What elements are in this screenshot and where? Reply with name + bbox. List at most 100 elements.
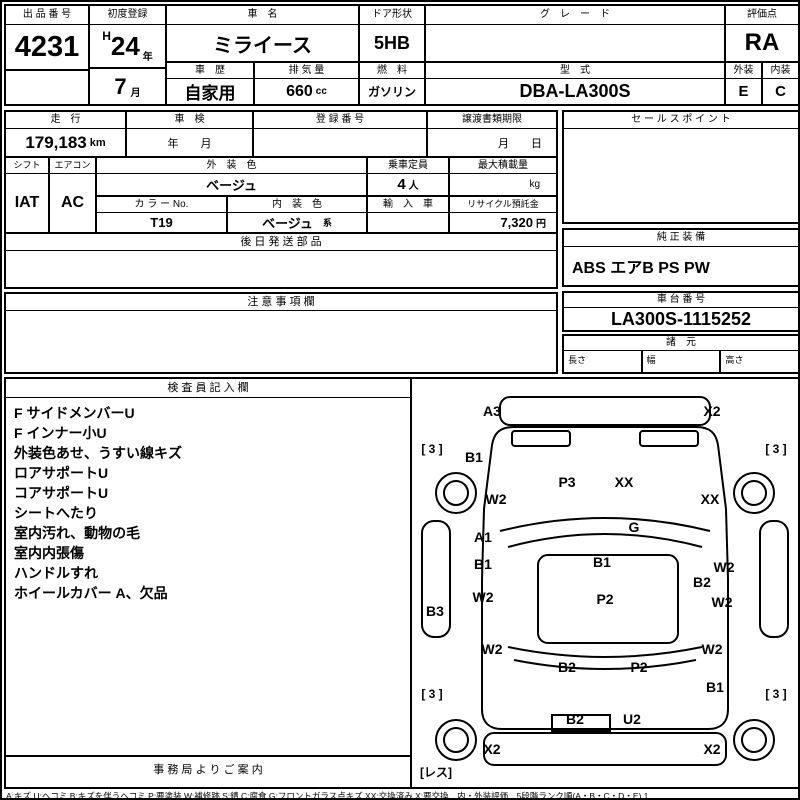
front-left-wheel bbox=[435, 472, 477, 514]
later-parts-label: 後 日 発 送 部 品 bbox=[6, 234, 556, 251]
damage-mark: X2 bbox=[703, 741, 721, 757]
chassis-label: 車 台 番 号 bbox=[564, 293, 798, 308]
caution-block: 注 意 事 項 欄 bbox=[4, 292, 558, 374]
front-bumper-shape bbox=[499, 396, 711, 426]
chassis-value: LA300S-1115252 bbox=[610, 308, 752, 329]
aircon-label: エアコン bbox=[50, 158, 95, 174]
car-name-value: ミライース bbox=[167, 25, 358, 63]
import-cell: 輸 入 車 bbox=[368, 197, 450, 232]
damage-mark: XX bbox=[614, 474, 634, 490]
damage-mark: W2 bbox=[713, 559, 735, 575]
doors-value: 5HB bbox=[360, 25, 424, 63]
month-text: 7 bbox=[114, 73, 127, 99]
grade-block: グ レ ー ド 型 式 DBA-LA300S bbox=[424, 4, 726, 106]
inspector-note-line: ハンドルすれ bbox=[14, 565, 98, 581]
mileage-unit: km bbox=[89, 136, 106, 149]
recycle-unit: 円 bbox=[536, 219, 546, 230]
mileage-value: 179,183 km bbox=[6, 129, 125, 156]
damage-mark: B1 bbox=[474, 556, 492, 572]
era-text: H bbox=[102, 29, 111, 43]
recycle-label: リサイクル預託金 bbox=[450, 197, 556, 213]
front-right-wheel bbox=[733, 472, 775, 514]
doors-block: ドア形状 5HB 燃 料 ガソリン bbox=[358, 4, 426, 106]
displacement-label: 排 気 量 bbox=[255, 63, 358, 79]
recycle-cell: リサイクル預託金 7,320 円 bbox=[450, 197, 556, 232]
interior-label: 内装 bbox=[763, 63, 798, 79]
car-body-shape bbox=[481, 426, 729, 730]
mileage-label: 走 行 bbox=[6, 112, 125, 129]
exterior-cell: 外装 E bbox=[726, 63, 763, 104]
grade-value bbox=[426, 25, 724, 63]
damage-mark: W2 bbox=[485, 491, 507, 507]
damage-mark: P2 bbox=[596, 591, 614, 607]
fuel-value: ガソリン bbox=[367, 85, 416, 99]
history-label: 車 歴 bbox=[167, 63, 253, 79]
max-load-value: kg bbox=[529, 179, 540, 190]
tread-depth-mark: [ 3 ] bbox=[765, 687, 787, 701]
damage-mark: XX bbox=[700, 491, 720, 507]
auction-no-extra-cell bbox=[6, 71, 88, 104]
damage-diagram-block: A3 X2 [ 3 ] [ 3 ] B1 P3 XX W2 XX A1 G B1… bbox=[410, 377, 798, 789]
inspector-label: 検 査 員 記 入 欄 bbox=[6, 379, 410, 398]
shift-block: シフト IAT bbox=[4, 156, 50, 234]
displacement-cell: 排 気 量 660 cc bbox=[255, 63, 358, 104]
fuel-label: 燃 料 bbox=[360, 63, 424, 79]
damage-diagram: A3 X2 [ 3 ] [ 3 ] B1 P3 XX W2 XX A1 G B1… bbox=[412, 379, 798, 787]
import-label: 輸 入 車 bbox=[368, 197, 448, 213]
left-headlight-shape bbox=[511, 430, 571, 447]
interior-cell: 内装 C bbox=[763, 63, 798, 104]
damage-mark: B1 bbox=[593, 554, 611, 570]
first-reg-block: 初度登録 H 24 年 7 月 bbox=[88, 4, 167, 106]
tread-depth-mark: [ 3 ] bbox=[421, 442, 443, 456]
damage-mark: P2 bbox=[630, 659, 648, 675]
month-unit: 月 bbox=[130, 88, 141, 99]
right-side-panel-shape bbox=[759, 520, 789, 638]
shift-value: IAT bbox=[14, 194, 40, 211]
windshield-bottom-line bbox=[507, 533, 703, 548]
capacity-cell: 乗車定員 4 人 bbox=[368, 158, 450, 195]
inspector-note-line: ホイールカバー A、欠品 bbox=[14, 585, 168, 601]
damage-mark: U2 bbox=[623, 711, 641, 727]
spec-label: 諸 元 bbox=[564, 336, 798, 351]
exterior-label: 外装 bbox=[726, 63, 761, 79]
later-parts-block: 後 日 発 送 部 品 bbox=[4, 232, 558, 289]
color-no-label: カ ラ ー No. bbox=[97, 197, 226, 213]
interior-score: C bbox=[775, 83, 786, 100]
inspector-note-line: 外装色あせ、うすい線キズ bbox=[14, 445, 182, 461]
inspector-note-line: 室内汚れ、動物の毛 bbox=[14, 525, 141, 541]
tread-depth-mark: [ 3 ] bbox=[765, 442, 787, 456]
model-value: DBA-LA300S bbox=[519, 81, 631, 101]
displacement-unit: cc bbox=[315, 86, 327, 97]
rear-left-wheel bbox=[435, 719, 477, 761]
int-color-label: 内 装 色 bbox=[228, 197, 366, 213]
damage-mark: W2 bbox=[481, 641, 503, 657]
mileage-block: 走 行 179,183 km bbox=[4, 110, 127, 158]
rear-window-top-line bbox=[507, 646, 703, 658]
year-text: 24 bbox=[110, 30, 140, 61]
caution-value bbox=[6, 311, 556, 372]
spec-length-label: 長さ bbox=[564, 351, 643, 372]
shift-label: シフト bbox=[6, 158, 48, 174]
color-grid-block: 外 装 色 ベージュ 乗車定員 4 人 最大積載量 kg カ ラ ー No. T… bbox=[95, 156, 558, 234]
damage-mark: B2 bbox=[566, 711, 584, 727]
model-label: 型 式 bbox=[426, 63, 724, 79]
left-side-panel-shape bbox=[421, 520, 451, 638]
ext-color-label: 外 装 色 bbox=[97, 158, 366, 174]
damage-mark: A3 bbox=[483, 403, 501, 419]
damage-mark: B1 bbox=[706, 679, 724, 695]
inspector-block: 検 査 員 記 入 欄 F サイドメンバーU F インナー小U 外装色あせ、うす… bbox=[4, 377, 412, 757]
reg-no-value bbox=[254, 129, 426, 156]
auction-no-value: 4231 bbox=[6, 25, 88, 71]
rear-right-wheel bbox=[733, 719, 775, 761]
inspector-note-line: F インナー小U bbox=[14, 425, 107, 441]
equipment-label: 純 正 装 備 bbox=[564, 230, 798, 247]
damage-mark: X2 bbox=[703, 403, 721, 419]
first-reg-label: 初度登録 bbox=[90, 6, 165, 25]
doors-label: ドア形状 bbox=[360, 6, 424, 25]
year-unit: 年 bbox=[142, 52, 153, 63]
inspector-note-line: コアサポートU bbox=[14, 485, 109, 501]
inspector-note-line: ロアサポートU bbox=[14, 465, 109, 481]
inspection-label: 車 検 bbox=[127, 112, 252, 129]
damage-mark: B2 bbox=[693, 574, 711, 590]
